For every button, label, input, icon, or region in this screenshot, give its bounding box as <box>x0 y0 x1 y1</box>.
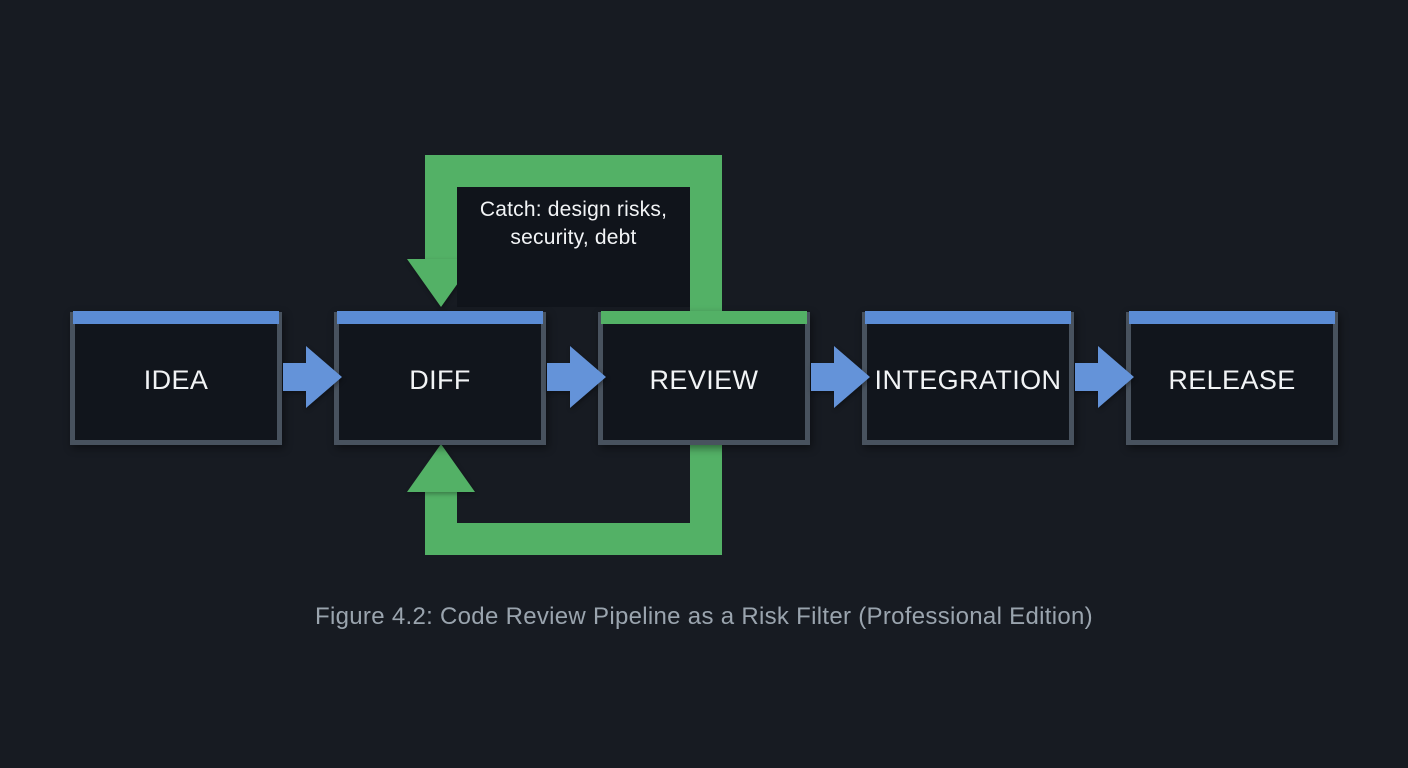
stage-header-bar <box>73 311 279 324</box>
feedback-loop-label: Catch: design risks, security, debt <box>450 196 697 252</box>
stage-label: RELEASE <box>1168 364 1296 395</box>
stage-label: INTEGRATION <box>874 364 1062 395</box>
feedback-loop-bottom-horizontal-bar <box>425 523 722 555</box>
stage-header-bar <box>601 311 807 324</box>
feedback-loop-label-line2: security, debt <box>510 226 637 249</box>
stage-label: REVIEW <box>649 364 759 395</box>
flow-arrow-integration-to-release-icon <box>1075 346 1134 408</box>
stage-box-integration: INTEGRATION <box>862 311 1074 445</box>
stage-label: DIFF <box>409 364 471 395</box>
feedback-loop-top-left-vertical-bar <box>425 155 457 262</box>
stage-box-review: REVIEW <box>598 311 810 445</box>
flow-arrow-diff-to-review-icon <box>547 346 606 408</box>
feedback-loop-label-line1: Catch: design risks, <box>479 198 668 221</box>
stage-header-bar <box>1129 311 1335 324</box>
stage-header-bar <box>337 311 543 324</box>
flow-arrow-review-to-integration-icon <box>811 346 870 408</box>
feedback-loop-top-right-vertical-bar <box>690 155 722 318</box>
flow-arrow-idea-to-diff-icon <box>283 346 342 408</box>
stage-label: IDEA <box>143 364 209 395</box>
feedback-loop-top-horizontal-bar <box>425 155 722 187</box>
stage-box-release: RELEASE <box>1126 311 1338 445</box>
stage-header-bar <box>865 311 1071 324</box>
feedback-arrowhead-up-icon <box>407 444 475 492</box>
stage-box-diff: DIFF <box>334 311 546 445</box>
feedback-loop-inner-panel <box>457 187 690 307</box>
feedback-loop-bottom-left-vertical-bar <box>425 489 457 555</box>
stage-box-idea: IDEA <box>70 311 282 445</box>
figure-caption: Figure 4.2: Code Review Pipeline as a Ri… <box>315 603 1093 630</box>
